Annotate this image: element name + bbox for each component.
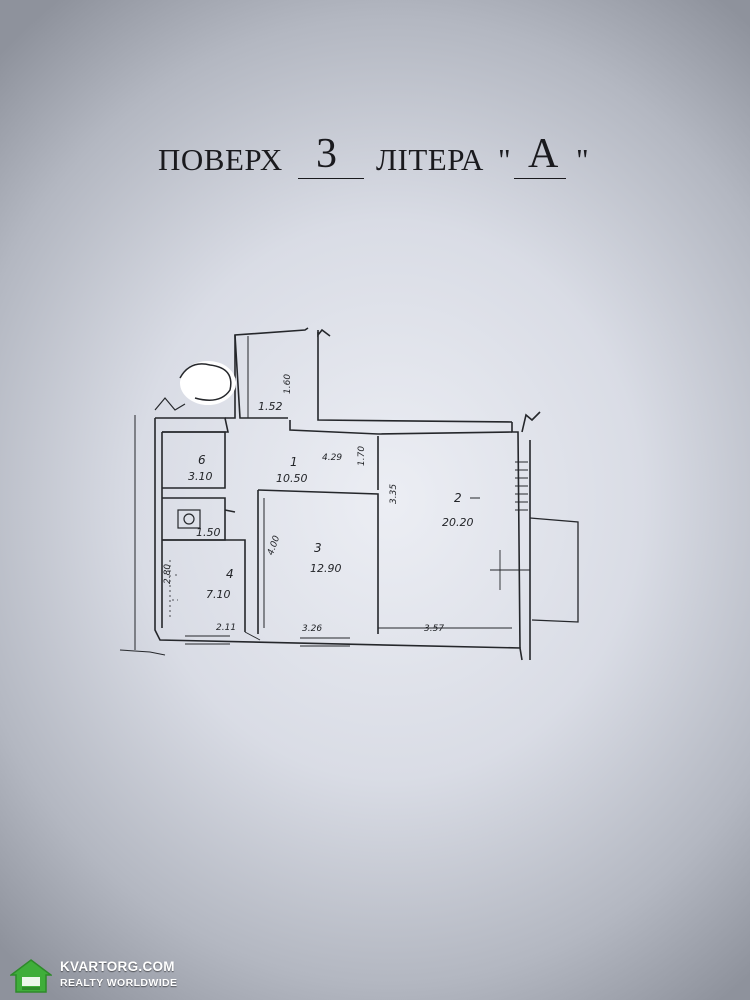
window-bottom-mid [300,637,350,647]
balcony [529,517,579,623]
wall-top-left [155,417,229,433]
watermark-brand: KVARTORG.COM [60,959,175,974]
floor-plan-title: ПОВЕРХ 3 ЛІТЕРА " А " [158,130,598,190]
redacted-scribble [179,363,232,401]
dim-corridor-length: 4.29 [322,453,342,463]
room-2-number: 2 [454,491,462,505]
dim-partition: 1.70 [357,446,367,466]
wall-stair-inner [234,334,288,419]
dim-room-4-depth: 2.80 [163,564,173,584]
window-bottom-left [185,635,230,645]
door-mark-bottom [244,631,261,641]
window-right-top [515,461,528,511]
dim-room-2-depth: 3.35 [389,484,399,504]
wall-right-break-mark [521,411,541,433]
room-4-walls [162,539,246,632]
room-3-walls [257,489,379,634]
dim-room-2-width: 3.57 [424,624,444,634]
room-6-area: 3.10 [188,470,213,483]
room-3-number: 3 [314,541,322,555]
watermark-tagline: REALTY WORLDWIDE [60,977,178,989]
room-6-walls [162,431,226,489]
wall-outline-left-bottom [154,418,523,661]
window-right-mid [490,550,530,590]
floor-label: ПОВЕРХ [158,142,283,177]
stair-area: 1.52 [258,400,283,413]
room-6-number: 6 [198,453,206,467]
letter-underline [514,178,566,179]
dim-room-3-depth: 4.00 [266,534,282,557]
wall-break-mark [317,328,331,338]
closing-quote: " [576,142,589,177]
wall-left-bottom-stub [119,649,166,656]
dim-stair-width: 1.60 [283,374,293,394]
room-3-area: 12.90 [310,562,342,575]
redacted-blob [180,361,236,405]
room-4-number: 4 [226,567,234,581]
dim-room-4-width: 2.11 [216,623,236,633]
room-4-area: 7.10 [206,588,231,601]
house-logo-icon [10,959,52,993]
kvartorg-watermark: KVARTORG.COM REALTY WORLDWIDE [10,958,200,994]
toilet-bowl [183,513,195,525]
room-1-number: 1 [290,455,298,469]
floor-number: 3 [316,131,337,177]
building-letter: А [528,131,559,177]
letter-label: ЛІТЕРА [376,142,484,177]
wall-top-main-outer [317,332,513,423]
floor-number-underline [298,178,364,179]
dim-room-3-width: 3.26 [302,624,322,634]
bathroom-area: 1.50 [196,526,221,539]
opening-quote: " [498,142,511,177]
wall-right [511,422,521,649]
wall-break-left [154,397,186,411]
hatching-left [169,560,180,620]
wall-top-main [289,420,513,435]
bathroom-door [224,509,236,513]
room-1-area: 10.50 [276,472,308,485]
room-2-area: 20.20 [442,516,474,529]
toilet-fixture [177,509,201,529]
